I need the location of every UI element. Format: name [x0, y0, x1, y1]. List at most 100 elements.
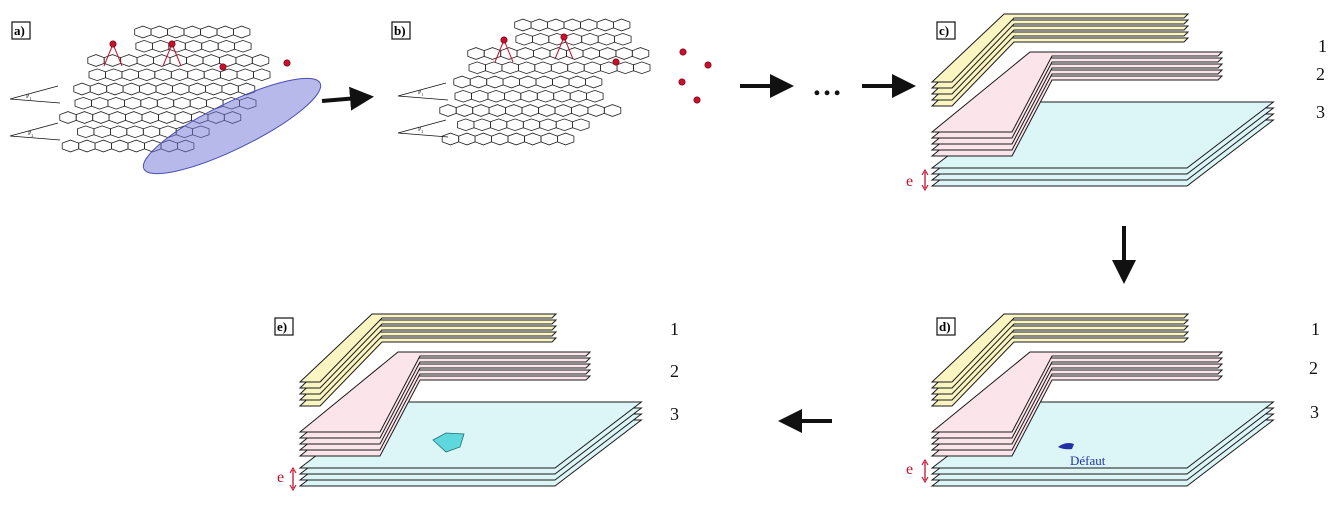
hexagon: [568, 75, 586, 89]
hexagon: [183, 25, 201, 39]
arrow-a-to-b: [321, 86, 374, 111]
hexagon: [174, 111, 192, 124]
hexagon: [455, 104, 474, 117]
hexagon: [150, 25, 169, 39]
hexagon: [74, 96, 92, 110]
hexagon: [93, 125, 111, 139]
hexagon: [105, 68, 123, 82]
hexagon: [139, 82, 157, 96]
hexagon: [540, 132, 558, 146]
hexagon: [137, 68, 156, 82]
hexagon: [91, 96, 109, 110]
hexagon: [488, 104, 507, 117]
hexagon: [506, 118, 524, 132]
defect-healed-patch: [432, 432, 465, 453]
panel-e-box: [274, 317, 294, 336]
hexagon: [189, 96, 208, 110]
layer-number-2-e: 2: [670, 361, 679, 381]
hexagon: [153, 54, 171, 67]
hexagon: [110, 125, 128, 139]
hexagon: [564, 32, 583, 46]
hexagon: [92, 111, 110, 124]
hexagon: [439, 104, 457, 117]
spacing-arrow-d: [921, 458, 929, 484]
hexagon: [571, 104, 589, 117]
hexagon: [187, 68, 205, 82]
hexagon: [501, 61, 519, 75]
hexagon: [107, 96, 125, 110]
plane-p2-a: P2: [9, 122, 61, 141]
hexagon: [158, 111, 176, 124]
defect-mark: [1058, 443, 1074, 450]
layer-stack-e: [298, 313, 643, 487]
hexagon: [457, 118, 475, 132]
hexagon: [221, 82, 239, 96]
hexagon: [167, 25, 185, 39]
hexagon: [586, 89, 604, 103]
hexagon: [530, 18, 548, 32]
hexagon: [184, 39, 203, 53]
layer-stack-c: [930, 13, 1275, 187]
hexagon: [485, 61, 503, 75]
hexagon: [487, 89, 505, 103]
plane-p1-b: P1: [397, 82, 449, 101]
hexagon: [172, 82, 190, 96]
hexagon: [585, 75, 603, 89]
hexagon: [515, 32, 533, 46]
hexagon: [518, 61, 536, 75]
layer-number-1-e: 1: [670, 319, 679, 339]
panel-d-label: d): [939, 319, 951, 334]
hexagon: [122, 82, 141, 96]
layer-2-sheet: [930, 51, 1224, 133]
layer-number-1-c: 1: [1318, 36, 1327, 56]
layer-2-sheet: [298, 351, 592, 433]
panel-d-box: [936, 317, 956, 336]
hexagon: [597, 32, 615, 46]
plane-label-p1-b: P1: [418, 90, 423, 97]
hexagon: [73, 82, 91, 96]
spacing-label-e: e: [277, 469, 284, 486]
atom: [168, 40, 176, 48]
hexagon: [599, 47, 617, 60]
highlight-ellipse: [142, 77, 322, 175]
hexagon: [554, 104, 572, 117]
hexagon: [203, 68, 222, 82]
hexagon: [616, 61, 634, 75]
hexagon: [453, 75, 471, 89]
atom: [283, 59, 291, 67]
hexagon: [216, 25, 234, 39]
layer-number-3-c: 3: [1316, 102, 1325, 122]
hexagon: [253, 68, 271, 82]
layer-number-3-d: 3: [1310, 402, 1319, 422]
hexagon: [236, 68, 254, 82]
atom: [560, 33, 568, 41]
atom: [704, 61, 712, 69]
hexagon: [514, 18, 532, 32]
panel-e-label: e): [277, 319, 287, 334]
atoms-a: [103, 40, 291, 71]
hexagon: [140, 96, 158, 110]
hexagon: [550, 61, 569, 75]
hexagon: [522, 118, 541, 132]
hexagon: [519, 75, 537, 89]
layer-number-2-c: 2: [1316, 64, 1325, 84]
hexagon: [557, 132, 575, 146]
atom: [678, 78, 686, 86]
hexagon: [580, 18, 598, 32]
spacing-arrow-c: [921, 168, 929, 192]
ellipsis: …: [812, 69, 842, 102]
hexagon: [201, 39, 219, 53]
hexagon: [555, 118, 573, 132]
hexagon: [124, 96, 142, 110]
hexagon: [582, 47, 600, 60]
panel-a-box: [11, 21, 31, 40]
hexagon: [134, 25, 152, 39]
hexagon: [78, 139, 96, 153]
hexagon: [603, 104, 622, 117]
hexagon: [120, 54, 138, 67]
layer-1-sheet: [298, 313, 558, 383]
panel-b-box: [391, 21, 411, 40]
hexagon: [155, 82, 173, 96]
panel-b: b) P1 P2: [391, 18, 712, 146]
hexagon: [533, 47, 551, 60]
